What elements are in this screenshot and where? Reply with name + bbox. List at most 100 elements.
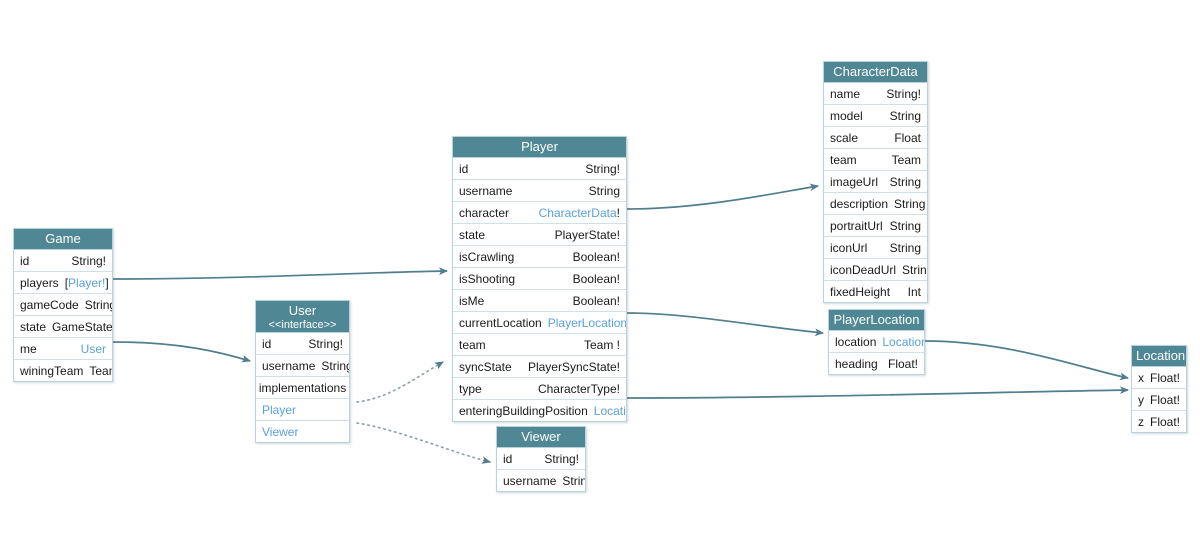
field-type: Float! <box>887 356 918 371</box>
field-name: isCrawling <box>459 249 515 264</box>
field-viewer-id: id String! <box>497 448 585 470</box>
field-player-character: character CharacterData! <box>453 202 626 224</box>
type-link[interactable]: User <box>80 341 106 356</box>
field-type: String <box>902 262 927 277</box>
field-type: Float! <box>1150 370 1181 385</box>
field-game-winingteam: winingTeam Team <box>14 360 112 381</box>
field-type: String! <box>886 86 921 101</box>
field-type: String <box>894 196 926 211</box>
edge-player-enteringbuildingposition-to-location <box>626 386 1129 399</box>
field-type: String <box>889 240 921 255</box>
implementation-name[interactable]: Viewer <box>262 424 299 439</box>
implementation-name[interactable]: Player <box>262 402 297 417</box>
field-location-x: x Float! <box>1132 367 1186 389</box>
field-characterdata-model: model String <box>824 105 927 127</box>
field-type: Team <box>891 152 921 167</box>
field-name: iconDeadUrl <box>830 262 897 277</box>
field-user-username: username String <box>256 355 349 377</box>
node-game-title: Game <box>14 229 112 250</box>
implementations-label: implementations <box>258 380 347 395</box>
field-type: Boolean! <box>572 271 620 286</box>
field-player-enteringbuildingposition: enteringBuildingPosition Location <box>453 400 626 421</box>
field-name: winingTeam <box>20 363 84 378</box>
field-name: username <box>262 358 316 373</box>
field-player-state: state PlayerState! <box>453 224 626 246</box>
field-type: Float! <box>1150 414 1181 429</box>
edge-game-me-to-user <box>112 341 251 363</box>
field-name: description <box>830 196 889 211</box>
field-type: String! <box>84 297 112 312</box>
field-type: CharacterData! <box>539 203 620 223</box>
field-type: String <box>889 174 921 189</box>
field-type: Int <box>907 284 921 299</box>
field-name: username <box>503 473 557 488</box>
field-type: User <box>81 339 106 359</box>
node-user-title: User<<interface>> <box>256 301 349 333</box>
node-player[interactable]: Player id String! username String charac… <box>452 136 627 422</box>
field-name: state <box>20 319 47 334</box>
node-viewer[interactable]: Viewer id String! username String <box>496 426 586 492</box>
edge-user-implements-player <box>356 361 444 403</box>
type-link[interactable]: Location <box>593 403 626 418</box>
field-name: team <box>459 337 486 352</box>
field-name: model <box>830 108 863 123</box>
field-type: CharacterType! <box>537 381 620 396</box>
field-player-isshooting: isShooting Boolean! <box>453 268 626 290</box>
type-link[interactable]: Player! <box>68 275 106 290</box>
field-player-isme: isMe Boolean! <box>453 290 626 312</box>
node-viewer-title: Viewer <box>497 427 585 448</box>
field-type: GameState! <box>52 319 112 334</box>
node-game[interactable]: Game id String! players [Player!] gameCo… <box>13 228 113 382</box>
field-player-currentlocation: currentLocation PlayerLocation! <box>453 312 626 334</box>
node-user[interactable]: User<<interface>> id String! username St… <box>255 300 350 443</box>
field-characterdata-iconurl: iconUrl String <box>824 237 927 259</box>
field-name: type <box>459 381 482 396</box>
field-game-state: state GameState! <box>14 316 112 338</box>
field-name: location <box>835 334 877 349</box>
field-location-y: y Float! <box>1132 389 1186 411</box>
field-type: String! <box>308 336 343 351</box>
field-type: PlayerLocation! <box>548 313 626 333</box>
node-characterdata[interactable]: CharacterData name String! model String … <box>823 61 928 303</box>
field-name: gameCode <box>20 297 79 312</box>
node-playerlocation[interactable]: PlayerLocation location Location! headin… <box>828 309 925 375</box>
implementation-player[interactable]: Player <box>256 399 349 421</box>
field-type: String <box>588 183 620 198</box>
field-user-implementations-label: implementations <box>256 377 349 399</box>
field-characterdata-icondeadurl: iconDeadUrl String <box>824 259 927 281</box>
node-user-name: User <box>288 303 317 318</box>
type-link[interactable]: Location <box>882 334 924 349</box>
field-characterdata-fixedheight: fixedHeight Int <box>824 281 927 302</box>
field-name: imageUrl <box>830 174 879 189</box>
field-type: [Player!] <box>65 273 109 293</box>
edge-player-currentlocation-to-playerlocation <box>626 312 824 337</box>
field-game-id: id String! <box>14 250 112 272</box>
field-type: Boolean! <box>572 293 620 308</box>
edge-playerlocation-location-to-location <box>924 340 1129 381</box>
field-type: String <box>562 473 585 488</box>
field-name: x <box>1138 370 1144 385</box>
node-location[interactable]: Location x Float! y Float! z Float! <box>1131 345 1187 433</box>
node-playerlocation-title: PlayerLocation <box>829 310 924 331</box>
field-characterdata-description: description String <box>824 193 927 215</box>
field-type: Boolean! <box>572 249 620 264</box>
field-name: username <box>459 183 513 198</box>
field-name: syncState <box>459 359 512 374</box>
field-name: isShooting <box>459 271 516 286</box>
field-type: PlayerState! <box>554 227 620 242</box>
field-game-me: me User <box>14 338 112 360</box>
field-player-syncstate: syncState PlayerSyncState! <box>453 356 626 378</box>
type-link[interactable]: PlayerLocation <box>547 315 626 330</box>
field-name: isMe <box>459 293 485 308</box>
edge-player-character-to-characterdata <box>626 183 819 210</box>
field-name: y <box>1138 392 1144 407</box>
field-type: PlayerSyncState! <box>527 359 620 374</box>
field-type: Team ! <box>583 337 620 352</box>
field-user-id: id String! <box>256 333 349 355</box>
field-name: currentLocation <box>459 315 542 330</box>
type-link[interactable]: CharacterData <box>538 205 617 220</box>
field-game-players: players [Player!] <box>14 272 112 294</box>
field-name: players <box>20 275 59 290</box>
implementation-viewer[interactable]: Viewer <box>256 421 349 442</box>
